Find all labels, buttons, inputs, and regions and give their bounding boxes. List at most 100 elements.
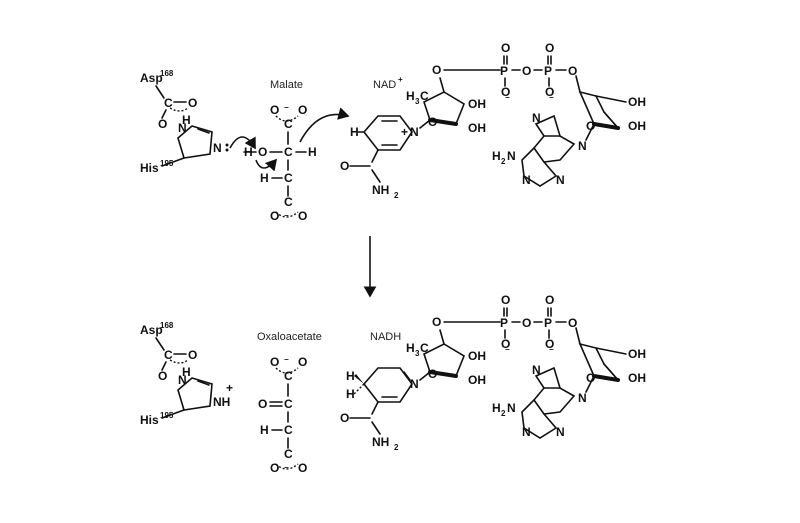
malate-c4: C	[284, 195, 293, 209]
adenine-n3: N	[556, 173, 565, 187]
phosphate-2-o-bottom: O	[545, 85, 554, 99]
his-residue-bottom: His 195 N H NH +	[140, 365, 233, 427]
malate-minus-1: −	[284, 103, 289, 112]
malate-minus-2: −	[284, 211, 289, 220]
adenine-n7: N	[532, 111, 541, 125]
nadh-ribose1-o: O	[428, 367, 437, 381]
ribose1-oh2: OH	[468, 121, 486, 135]
nadh-phosphate-2-o-bottom: O	[545, 337, 554, 351]
his-label-2: His	[140, 413, 159, 427]
phosphate-1-o-top: O	[501, 41, 510, 55]
nadh-phosphate-ester-o: O	[568, 316, 577, 330]
nad-plus-charge: +	[398, 75, 403, 84]
ribose1-h3c-sub: 3	[415, 97, 420, 106]
adenine-nh2-n: N	[507, 149, 516, 163]
asp-residue-bottom: Asp 168 C O O	[140, 321, 197, 383]
oaa-minus-1: −	[284, 355, 289, 364]
oaa-keto-o: O	[258, 397, 267, 411]
asp-number: 168	[160, 69, 174, 78]
oaa-c3-h: H	[260, 423, 269, 437]
oaa-o2: O	[298, 355, 307, 369]
malate-o3: O	[270, 209, 279, 223]
malate-o-hydroxyl: O	[258, 145, 267, 159]
malate-c1: C	[284, 117, 293, 131]
malate-label: Malate	[270, 79, 303, 91]
nadh-ribose1-o5: O	[432, 315, 441, 329]
nadh-adenine-n3: N	[556, 425, 565, 439]
nad-plus: NAD + H + N O NH 2 O OH OH O H	[340, 41, 646, 200]
nadh-h2: H	[346, 387, 355, 401]
ribose2-oh2: OH	[628, 119, 646, 133]
nadh-ribose1-h3c-sub: 3	[415, 349, 420, 358]
nadh-phosphate-1: P	[500, 316, 508, 330]
ribose1-o: O	[428, 115, 437, 129]
phosphate-2-charge: −	[549, 93, 554, 102]
asp-residue-top: Asp 168 C O O	[140, 69, 197, 131]
nad-h: H	[350, 125, 359, 139]
oaa-c3: C	[284, 423, 293, 437]
malate-o1: O	[270, 103, 279, 117]
asp-label: Asp	[140, 71, 163, 85]
ribose2-oh1: OH	[628, 95, 646, 109]
oaa-c2: C	[284, 397, 293, 411]
nadh-h1: H	[346, 369, 355, 383]
his2-charge: +	[226, 381, 233, 395]
oxaloacetate: Oxaloacetate O − O C C O C H C O − O	[257, 331, 322, 475]
malate-c3: C	[284, 171, 293, 185]
oaa-o3: O	[270, 461, 279, 475]
ribose1-h3c-c: C	[420, 89, 429, 103]
asp2-oxygen-2: O	[158, 369, 167, 383]
malate: Malate O − O C C O H H C H C O	[243, 79, 350, 223]
top-row: Asp 168 C O O His 195 N H N Malate	[140, 41, 646, 223]
adenine-nh2-h: H	[492, 149, 501, 163]
asp-number-2: 168	[160, 321, 174, 330]
ribose1-oh1: OH	[468, 97, 486, 111]
his-residue-top: His 195 N H N	[140, 113, 256, 175]
malate-c2: C	[284, 145, 293, 159]
oaa-o4: O	[298, 461, 307, 475]
nadh-phosphate-1-o-top: O	[501, 293, 510, 307]
his-nh-label: N	[178, 121, 187, 135]
his-h: H	[182, 113, 191, 127]
phosphate-1: P	[500, 64, 508, 78]
phosphate-1-o-bottom: O	[501, 85, 510, 99]
nadh-ribose2-o: O	[586, 371, 595, 385]
nadh-phosphate-1-charge: −	[505, 345, 510, 354]
adenine-nh2-sub: 2	[501, 157, 506, 166]
nadh-amide-nh2-sub: 2	[394, 443, 399, 452]
nadh-ribose1-oh1: OH	[468, 349, 486, 363]
nadh-adenine-nh2-h: H	[492, 401, 501, 415]
nadh-adenine-n9: N	[578, 391, 587, 405]
nadh-amide-nh2: NH	[372, 435, 389, 449]
asp2-oxygen-1: O	[188, 348, 197, 362]
malate-o2: O	[298, 103, 307, 117]
phosphate-ester-o: O	[568, 64, 577, 78]
nad-plus-label: NAD	[373, 79, 396, 91]
asp-oxygen-2: O	[158, 117, 167, 131]
nadh-label: NADH	[370, 331, 401, 343]
nadh-bridge-o: O	[522, 316, 531, 330]
malate-hydroxyl-h: H	[244, 145, 253, 159]
phosphate-1-charge: −	[505, 93, 510, 102]
amide-nh2: NH	[372, 183, 389, 197]
nadh-phosphate-2: P	[544, 316, 552, 330]
bottom-row: Asp 168 C O O His 195 N H NH + Oxaloacet…	[140, 293, 646, 475]
adenine-n9: N	[578, 139, 587, 153]
malate-c3-h: H	[260, 171, 269, 185]
ribose1-h3c-h: H	[406, 89, 415, 103]
nadh: NADH H H N O NH 2 O OH OH O H	[340, 293, 646, 452]
oxaloacetate-label: Oxaloacetate	[257, 331, 322, 343]
oaa-c4: C	[284, 447, 293, 461]
phosphate-2-o-top: O	[545, 41, 554, 55]
nadh-adenine-n7: N	[532, 363, 541, 377]
nadh-phosphate-1-o-bottom: O	[501, 337, 510, 351]
malate-o4: O	[298, 209, 307, 223]
asp-carbon: C	[164, 96, 173, 110]
malate-c2-h: H	[308, 145, 317, 159]
phosphate-2: P	[544, 64, 552, 78]
asp2-carbon: C	[164, 348, 173, 362]
oaa-c1: C	[284, 369, 293, 383]
nad-n: N	[410, 125, 419, 139]
